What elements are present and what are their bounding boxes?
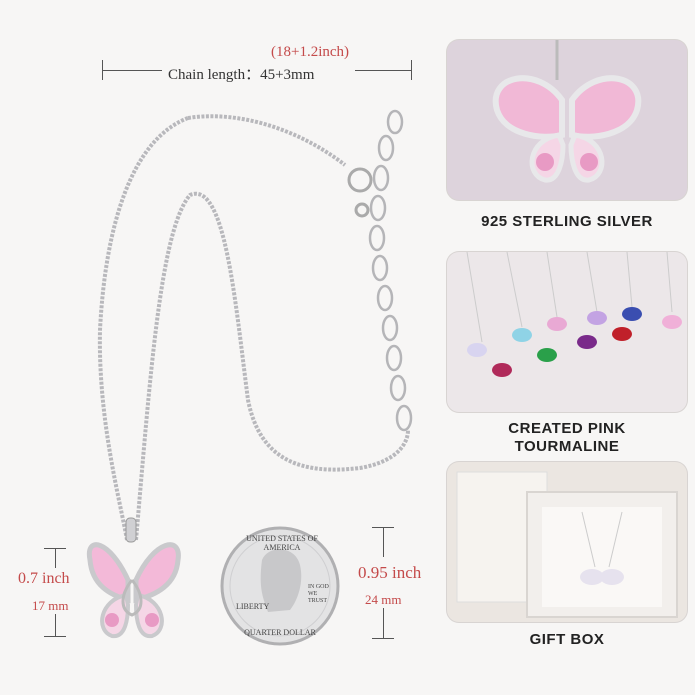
pendant-closeup-image <box>492 40 642 183</box>
gift-box-image <box>456 471 678 618</box>
coin-liberty: LIBERTY <box>236 602 270 611</box>
width-dim-bottom-tick <box>44 636 66 637</box>
caption-line1: CREATED PINK <box>508 420 626 437</box>
clasp-jump-ring <box>354 202 370 218</box>
pendant-width-mm: 17 mm <box>32 598 69 613</box>
panel-pink-tourmaline <box>447 252 687 412</box>
height-dim-bottom-tick <box>372 638 394 639</box>
pendant-bail <box>125 517 137 543</box>
dim-line-right <box>355 70 411 71</box>
dim-line-left <box>102 70 162 71</box>
clasp-ring <box>347 167 373 193</box>
chain-inner <box>134 191 410 541</box>
dim-tick-right <box>411 60 412 80</box>
width-dim-upper-line <box>55 548 56 568</box>
butterfly-pendant <box>86 542 181 639</box>
coin-motto: IN GOD WE TRUST <box>308 584 329 604</box>
panel-gift-box <box>447 462 687 622</box>
pendant-height-inch: 0.95 inch <box>358 563 422 582</box>
extender-chain <box>368 109 413 432</box>
coin-bottom-text: QUARTER DOLLAR <box>244 628 316 637</box>
width-dim-lower-line <box>55 614 56 636</box>
caption-gift-box: GIFT BOX <box>529 631 605 648</box>
birthstone-variants-image <box>466 252 682 377</box>
height-dim-lower-line <box>383 608 384 638</box>
height-dim-upper-line <box>383 527 384 557</box>
variant-butterflies <box>467 307 682 377</box>
caption-sterling-silver: 925 STERLING SILVER <box>481 213 653 230</box>
chain-top <box>187 114 347 167</box>
pendant-height-mm: 24 mm <box>365 592 402 607</box>
caption-pink-tourmaline: CREATED PINK TOURMALINE <box>447 420 687 456</box>
pendant-width-inch: 0.7 inch <box>18 570 70 587</box>
chain-left <box>97 116 189 541</box>
chain-length-label: Chain length：45+3mm <box>168 67 315 83</box>
quarter-coin <box>220 526 340 646</box>
coin-top-text: UNITED STATES OF AMERICA <box>246 534 318 552</box>
necklace-illustration <box>86 109 413 646</box>
chain-inch-label: (18+1.2inch) <box>270 44 350 60</box>
caption-line2: TOURMALINE <box>514 438 620 455</box>
panel-sterling-silver <box>447 40 687 200</box>
